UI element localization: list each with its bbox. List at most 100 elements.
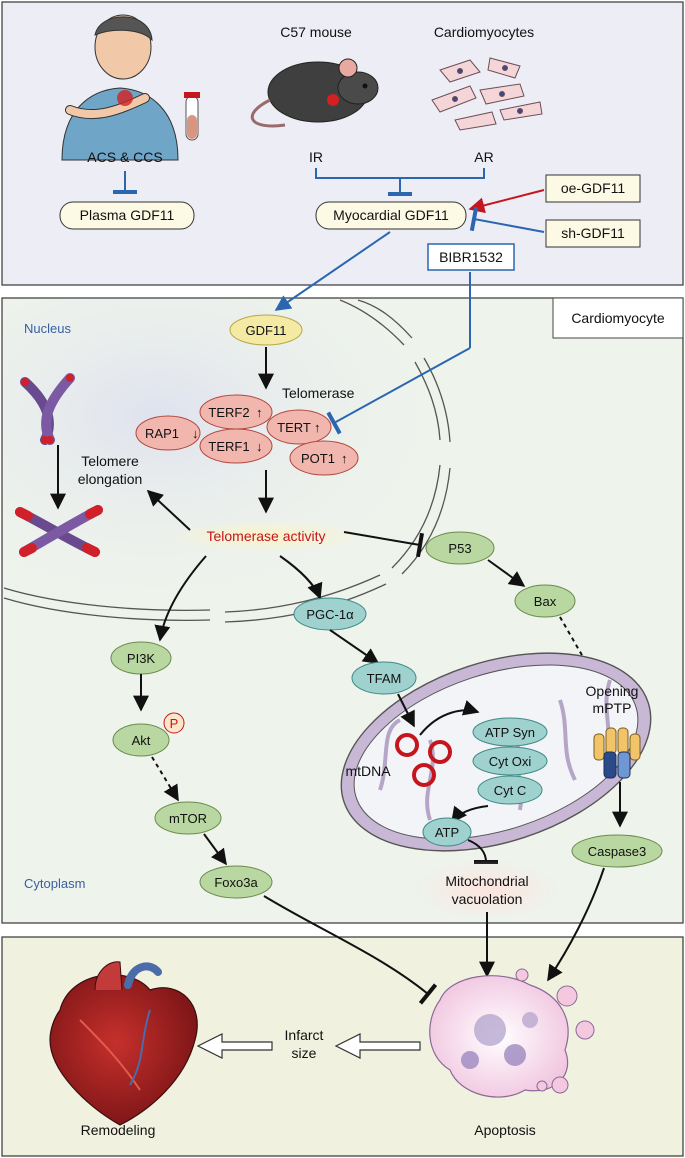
infarct-label-1: Infarct <box>285 1027 324 1043</box>
mptp-pore-icon <box>593 727 641 779</box>
telomerase-label: Telomerase <box>282 385 355 401</box>
chromosome-elongated-icon <box>15 505 103 557</box>
cardiomyocytes-icon <box>431 57 543 131</box>
tfam-node <box>351 661 417 695</box>
oe-arrow <box>468 189 545 214</box>
telomere-label-1: Telomere <box>81 453 139 469</box>
cyt-c-label: Cyt C <box>494 783 527 798</box>
chromosome-icon <box>20 373 75 445</box>
caspase3-node <box>571 834 663 868</box>
cardiomyocyte-label: Cardiomyocyte <box>571 310 665 326</box>
bibr-box <box>427 243 515 271</box>
cardio-title: Cardiomyocytes <box>434 24 534 40</box>
infarct-label-2: size <box>292 1045 317 1061</box>
caspase3-arrow <box>547 867 605 982</box>
activity-to-pgc <box>279 555 323 600</box>
bibr-label: BIBR1532 <box>439 249 503 265</box>
patient-icon <box>61 14 179 161</box>
heart-icon <box>49 961 198 1126</box>
nucleus-label: Nucleus <box>24 321 71 336</box>
mouse-title: C57 mouse <box>280 24 352 40</box>
myocardial-gdf11-box <box>315 201 467 230</box>
atp-node <box>422 817 472 847</box>
telomerase-activity-glow <box>166 520 366 552</box>
myocardial-gdf11-label: Myocardial GDF11 <box>333 207 449 223</box>
activity-inhibit-p53 <box>343 531 424 558</box>
remodeling-label: Remodeling <box>81 1122 156 1138</box>
telomerase-activity-label: Telomerase activity <box>206 528 325 544</box>
tert-label: TERT <box>277 420 311 435</box>
cyt-c-node <box>477 775 543 805</box>
tfam-arrow <box>397 693 415 728</box>
mtdna-arrow <box>419 700 480 736</box>
bax-node <box>514 584 576 618</box>
opening-label-1: Opening <box>586 683 639 699</box>
telomere-label-2: elongation <box>78 471 143 487</box>
telomerase-complex <box>135 394 359 476</box>
bibr-inhibit-tert <box>326 347 471 435</box>
apoptotic-cell-icon <box>429 968 595 1098</box>
patient-label: ACS & CCS <box>87 149 162 165</box>
phospho-badge <box>163 712 185 734</box>
tfam-label: TFAM <box>367 671 402 686</box>
rap1-down-arrow: ↓ <box>192 426 199 441</box>
atp-syn-node <box>472 717 548 747</box>
caspase3-label: Caspase3 <box>588 844 647 859</box>
hollow-arrow-1 <box>334 1033 421 1059</box>
oe-gdf11-label: oe-GDF11 <box>561 180 626 196</box>
foxo3a-node <box>199 865 273 899</box>
vacuolation-label-1: Mitochondrial <box>445 873 528 889</box>
mouse-icon <box>250 58 379 128</box>
rap1-label: RAP1 <box>145 426 179 441</box>
pot1-up-arrow: ↑ <box>341 451 348 466</box>
bax-label: Bax <box>534 594 557 609</box>
sh-gdf11-box <box>545 219 641 248</box>
blood-tube-icon <box>184 92 200 141</box>
oe-gdf11-box <box>545 174 641 203</box>
terf1-down-arrow: ↓ <box>256 439 263 454</box>
akt-node <box>112 723 170 757</box>
plasma-gdf11-label: Plasma GDF11 <box>80 207 175 223</box>
phospho-label: P <box>170 716 179 731</box>
cardiomyocyte-tag <box>552 297 684 339</box>
activity-to-elongation <box>146 489 191 531</box>
mtor-arrow <box>203 833 227 866</box>
plasma-gdf11-box <box>59 201 195 230</box>
p53-node <box>425 531 495 565</box>
ar-label: AR <box>474 149 493 165</box>
mtdna-rings-icon <box>395 733 452 787</box>
myocardial-to-gdf11-arrow <box>274 231 391 311</box>
sh-inhibit <box>469 206 545 233</box>
atp-syn-label: ATP Syn <box>485 725 535 740</box>
p53-arrow <box>487 559 526 587</box>
opening-label-2: mPTP <box>593 700 632 716</box>
activity-to-pi3k <box>154 555 207 642</box>
ir-label: IR <box>309 149 323 165</box>
pgc-arrow <box>329 629 380 664</box>
terf2-label: TERF2 <box>208 405 249 420</box>
akt-dashed-arrow <box>151 756 179 802</box>
cyt-oxi-label: Cyt Oxi <box>489 754 532 769</box>
cytoplasm-label: Cytoplasm <box>24 876 85 891</box>
terf2-up-arrow: ↑ <box>256 405 263 420</box>
gdf11-node <box>229 314 303 346</box>
apoptosis-label: Apoptosis <box>474 1122 535 1138</box>
mtor-label: mTOR <box>169 811 207 826</box>
pi3k-label: PI3K <box>127 651 156 666</box>
mtor-node <box>154 801 222 835</box>
mtdna-label: mtDNA <box>345 763 391 779</box>
terf1-label: TERF1 <box>208 439 249 454</box>
vacuolation-label-2: vacuolation <box>452 891 523 907</box>
hollow-arrow-2 <box>196 1033 273 1059</box>
foxo3a-label: Foxo3a <box>214 875 258 890</box>
atp-label: ATP <box>435 825 459 840</box>
pgc-label: PGC-1α <box>306 607 354 622</box>
pot1-label: POT1 <box>301 451 335 466</box>
gdf11-label: GDF11 <box>246 323 287 338</box>
akt-label: Akt <box>132 733 151 748</box>
atp-inhibit <box>467 839 499 865</box>
foxo3a-inhibit-apoptosis <box>263 895 438 1005</box>
vacuolation-glow <box>415 860 559 920</box>
tert-up-arrow: ↑ <box>314 420 321 435</box>
